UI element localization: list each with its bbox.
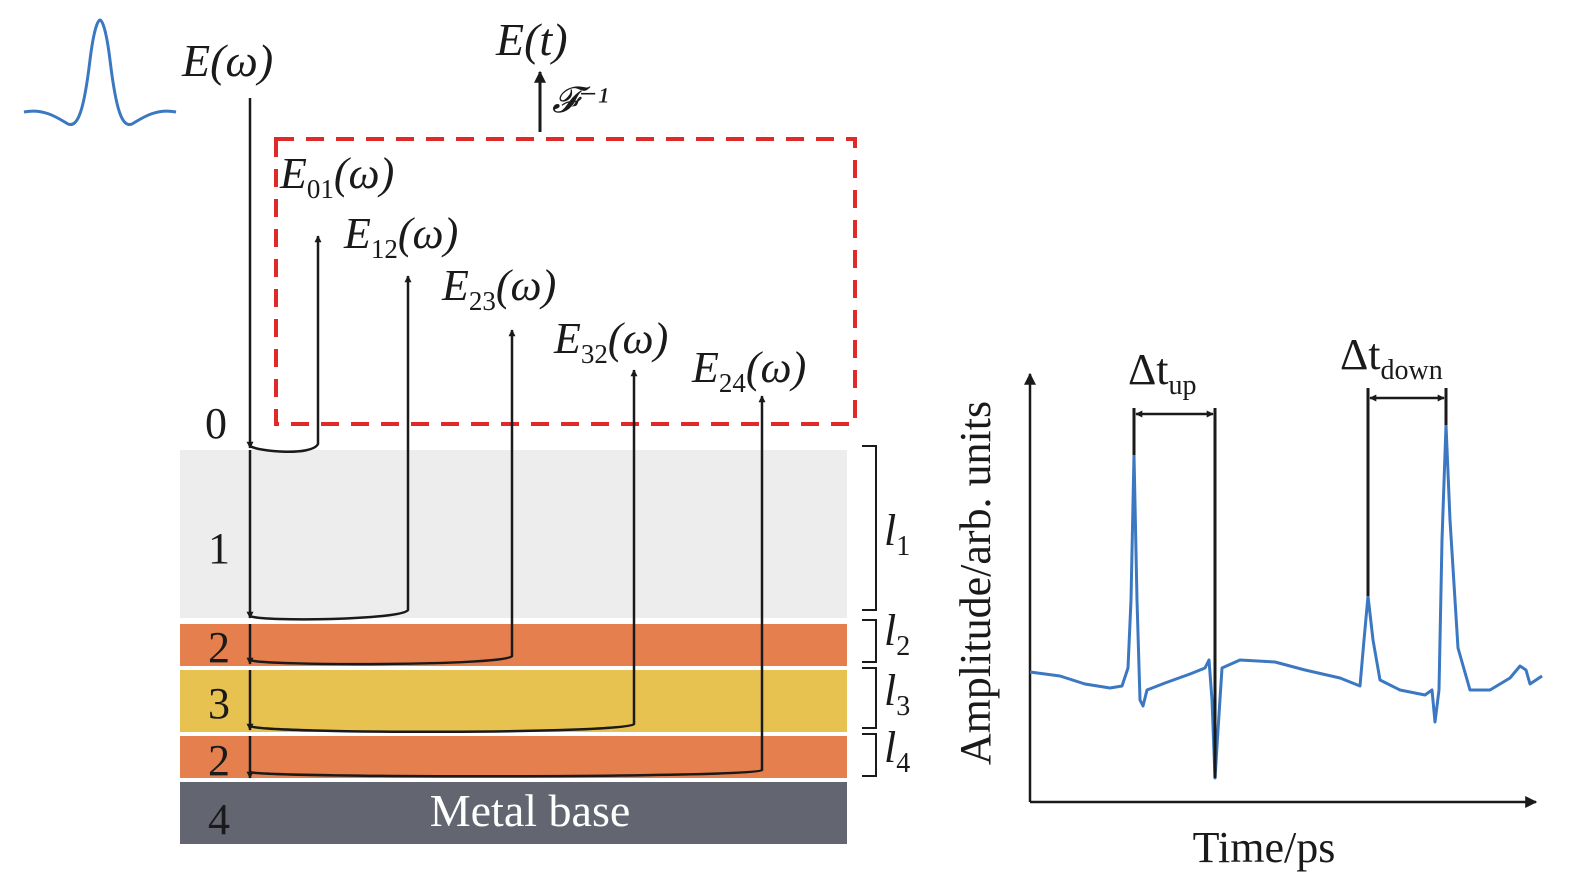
reflection-path-32 — [249, 369, 638, 734]
layer-4-label: 4 — [208, 795, 230, 844]
metal-base-label: Metal base — [430, 785, 631, 836]
l1-label: l1 — [884, 506, 910, 562]
thickness-brackets — [862, 445, 877, 777]
plot-x-label: Time/ps — [1193, 823, 1336, 872]
layer-2a-label: 2 — [208, 623, 230, 672]
bracket-l2 — [862, 619, 877, 663]
bracket-l1 — [862, 445, 877, 611]
layer-2-lower — [180, 736, 847, 778]
reflection-path-01 — [249, 235, 322, 453]
layer-3-label: 3 — [208, 679, 230, 728]
metal-base — [180, 782, 847, 844]
bracket-l3 — [862, 667, 877, 729]
reflection-path-23 — [249, 329, 516, 666]
layer-2b-label: 2 — [208, 736, 230, 785]
e12-label: E12(ω) — [343, 209, 458, 264]
reflection-sum-box — [274, 137, 857, 426]
reflection-path-24 — [249, 395, 766, 778]
e01-label: E01(ω) — [279, 149, 394, 204]
output-field-label: E(t) — [495, 14, 568, 65]
reflection-paths — [249, 235, 766, 778]
l4-label: l4 — [884, 723, 910, 779]
reflected-waveform — [1029, 423, 1543, 780]
inverse-fourier-label: 𝓕⁻¹ — [552, 80, 608, 120]
layer-1 — [180, 450, 847, 618]
e23-label: E23(ω) — [441, 261, 556, 316]
delta-down-label: Δtdown — [1340, 330, 1443, 386]
bracket-l4 — [862, 733, 877, 777]
delta-up-label: Δtup — [1128, 345, 1197, 401]
e32-label: E32(ω) — [553, 314, 668, 369]
l3-label: l3 — [884, 666, 910, 722]
input-field-label: E(ω) — [181, 35, 273, 86]
time-domain-plot: Amplitude/arb. units Time/ps Δtup Δtdown — [951, 330, 1543, 872]
layer-1-label: 1 — [208, 524, 230, 573]
plot-y-label: Amplitude/arb. units — [951, 401, 1000, 765]
l2-label: l2 — [884, 606, 910, 662]
reflection-path-12 — [249, 275, 412, 621]
layer-stack: Metal base — [180, 450, 847, 844]
layer-2-upper — [180, 624, 847, 666]
incident-pulse-icon — [23, 18, 177, 126]
layer-3 — [180, 670, 847, 732]
e24-label: E24(ω) — [691, 343, 806, 398]
interface-0-label: 0 — [205, 399, 227, 448]
